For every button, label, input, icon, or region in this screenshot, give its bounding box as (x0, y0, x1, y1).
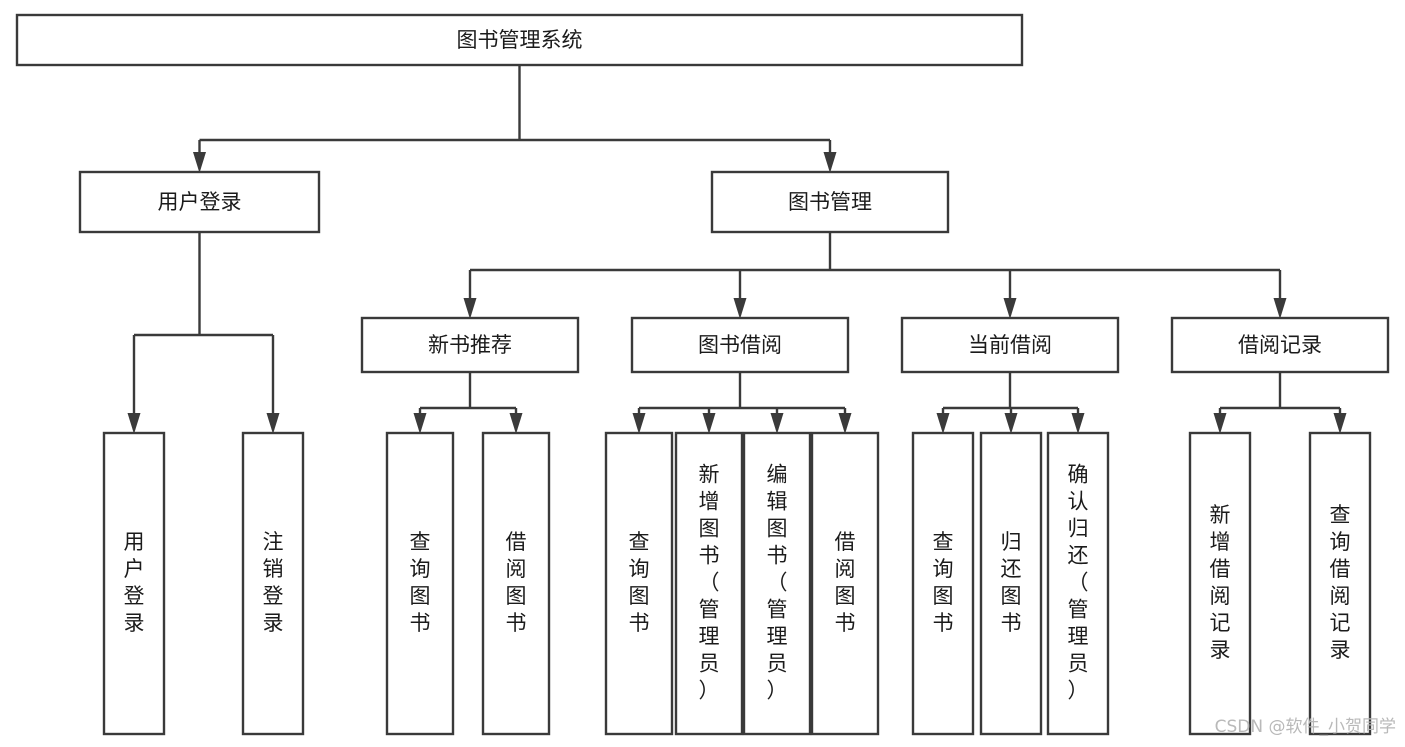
node-root[interactable]: 图书管理系统 (15, 13, 1024, 67)
node-box-rec-add[interactable] (1188, 431, 1252, 736)
arrow-head-icon (838, 413, 852, 434)
connector-group-newbook (413, 372, 523, 434)
arrow-head-icon (770, 413, 784, 434)
node-box-nb-search[interactable] (385, 431, 455, 736)
node-label-bk-borrow: 借阅图书 (835, 530, 856, 635)
connector-group-login (127, 232, 280, 434)
node-layer: 图书管理系统用户登录图书管理新书推荐图书借阅当前借阅借阅记录用户登录注销登录查询… (15, 13, 1390, 736)
connector-group-bookmgmt (463, 232, 1287, 319)
arrow-head-icon (702, 413, 716, 434)
node-bk-search[interactable]: 查询图书 (604, 431, 674, 736)
node-bk-edit[interactable]: 编辑图书（管理员） (742, 431, 812, 736)
watermark-label: CSDN @软件_小贺同学 (1215, 717, 1396, 737)
node-box-current[interactable] (900, 316, 1120, 374)
node-box-bk-edit[interactable] (742, 431, 812, 736)
arrow-head-icon (733, 298, 747, 319)
node-bk-add[interactable]: 新增图书（管理员） (674, 431, 744, 736)
node-label-records: 借阅记录 (1238, 333, 1322, 357)
arrow-head-icon (266, 413, 280, 434)
node-cur-search[interactable]: 查询图书 (911, 431, 975, 736)
node-label-rec-add: 新增借阅记录 (1210, 503, 1231, 662)
arrow-head-icon (1004, 413, 1018, 434)
arrow-head-icon (127, 413, 141, 434)
node-box-login[interactable] (78, 170, 321, 234)
arrow-head-icon (1333, 413, 1347, 434)
node-box-newbook[interactable] (360, 316, 580, 374)
arrow-head-icon (632, 413, 646, 434)
node-bookmgmt[interactable]: 图书管理 (710, 170, 950, 234)
node-cur-return[interactable]: 归还图书 (979, 431, 1043, 736)
connector-group-root (193, 65, 837, 173)
node-box-cur-return[interactable] (979, 431, 1043, 736)
arrow-head-icon (1273, 298, 1287, 319)
node-rec-search[interactable]: 查询借阅记录 (1308, 431, 1372, 736)
node-box-bookmgmt[interactable] (710, 170, 950, 234)
node-label-cur-return: 归还图书 (1001, 530, 1022, 635)
node-login-out[interactable]: 注销登录 (241, 431, 305, 736)
node-box-root[interactable] (15, 13, 1024, 67)
node-box-login-in[interactable] (102, 431, 166, 736)
node-cur-confirm[interactable]: 确认归还（管理员） (1046, 431, 1110, 736)
node-box-cur-confirm[interactable] (1046, 431, 1110, 736)
node-box-login-out[interactable] (241, 431, 305, 736)
arrow-head-icon (413, 413, 427, 434)
node-label-login: 用户登录 (158, 190, 242, 214)
connector-group-records (1213, 372, 1347, 434)
node-label-cur-search: 查询图书 (933, 530, 954, 635)
arrow-head-icon (1213, 413, 1227, 434)
connector-group-borrow (632, 372, 852, 434)
arrow-head-icon (509, 413, 523, 434)
node-box-records[interactable] (1170, 316, 1390, 374)
node-newbook[interactable]: 新书推荐 (360, 316, 580, 374)
node-box-nb-borrow[interactable] (481, 431, 551, 736)
node-nb-search[interactable]: 查询图书 (385, 431, 455, 736)
arrow-head-icon (463, 298, 477, 319)
arrow-head-icon (193, 152, 206, 173)
node-label-bk-search: 查询图书 (629, 530, 650, 635)
node-box-bk-add[interactable] (674, 431, 744, 736)
connector-group-current (936, 372, 1085, 434)
node-label-nb-search: 查询图书 (410, 530, 431, 635)
node-label-nb-borrow: 借阅图书 (506, 530, 527, 635)
arrow-head-icon (1071, 413, 1085, 434)
node-borrow[interactable]: 图书借阅 (630, 316, 850, 374)
node-login[interactable]: 用户登录 (78, 170, 321, 234)
node-label-login-in: 用户登录 (124, 530, 145, 635)
connector-layer (127, 65, 1347, 434)
node-label-cur-confirm: 确认归还（管理员） (1068, 463, 1089, 703)
node-label-rec-search: 查询借阅记录 (1330, 503, 1351, 662)
node-box-bk-borrow[interactable] (810, 431, 880, 736)
node-label-newbook: 新书推荐 (428, 333, 512, 357)
node-box-rec-search[interactable] (1308, 431, 1372, 736)
node-box-borrow[interactable] (630, 316, 850, 374)
node-label-bk-edit: 编辑图书（管理员） (767, 463, 788, 703)
arrow-head-icon (1003, 298, 1017, 319)
node-box-cur-search[interactable] (911, 431, 975, 736)
node-bk-borrow[interactable]: 借阅图书 (810, 431, 880, 736)
node-login-in[interactable]: 用户登录 (102, 431, 166, 736)
node-label-bk-add: 新增图书（管理员） (699, 463, 720, 703)
node-current[interactable]: 当前借阅 (900, 316, 1120, 374)
node-nb-borrow[interactable]: 借阅图书 (481, 431, 551, 736)
node-label-bookmgmt: 图书管理 (788, 190, 872, 214)
arrow-head-icon (823, 152, 837, 173)
node-rec-add[interactable]: 新增借阅记录 (1188, 431, 1252, 736)
node-label-root: 图书管理系统 (457, 28, 583, 52)
node-records[interactable]: 借阅记录 (1170, 316, 1390, 374)
node-box-bk-search[interactable] (604, 431, 674, 736)
node-label-current: 当前借阅 (968, 333, 1052, 357)
node-label-login-out: 注销登录 (263, 530, 284, 635)
arrow-head-icon (936, 413, 950, 434)
node-label-borrow: 图书借阅 (698, 333, 782, 357)
